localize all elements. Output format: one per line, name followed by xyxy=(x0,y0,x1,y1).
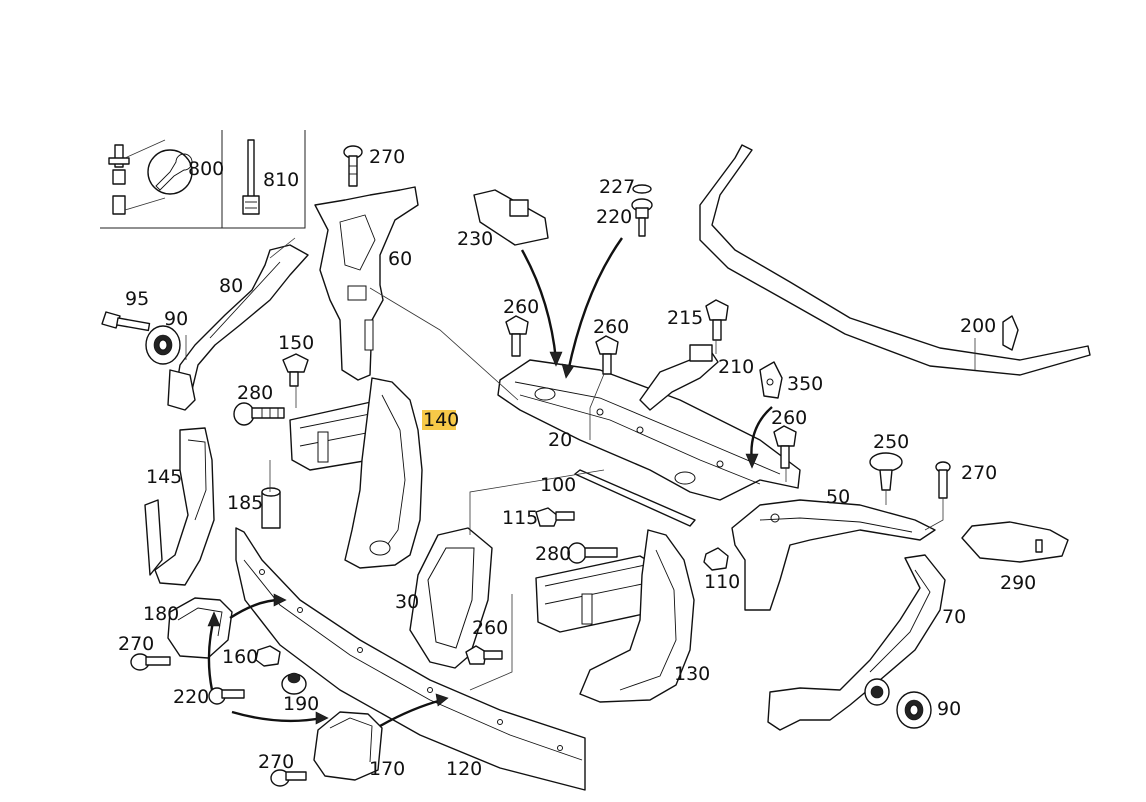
bolt-270-bottom-part xyxy=(270,769,307,787)
bolt-215-part xyxy=(705,299,729,341)
label-100[interactable]: 100 xyxy=(540,474,576,496)
repair-kit-icon xyxy=(108,139,193,215)
label-120[interactable]: 120 xyxy=(446,758,482,780)
trim-strip-100-part xyxy=(574,469,696,527)
bolt-270-lower-left-part xyxy=(130,653,171,671)
bolt-150-part xyxy=(282,353,309,387)
bolt-260-a-part xyxy=(505,315,529,357)
bracket-210-part xyxy=(639,344,719,411)
crash-box-left-part xyxy=(289,377,423,569)
label-250[interactable]: 250 xyxy=(873,431,909,453)
label-220-top[interactable]: 220 xyxy=(596,206,632,228)
upper-support-part xyxy=(314,186,419,381)
label-150[interactable]: 150 xyxy=(278,332,314,354)
label-350[interactable]: 350 xyxy=(787,373,823,395)
label-90-right[interactable]: 90 xyxy=(937,698,961,720)
label-140[interactable]: 140 xyxy=(423,409,459,431)
label-20[interactable]: 20 xyxy=(548,429,572,451)
label-30[interactable]: 30 xyxy=(395,591,419,613)
bolt-280-left-part xyxy=(233,402,285,426)
label-80[interactable]: 80 xyxy=(219,275,243,297)
label-270-right[interactable]: 270 xyxy=(961,462,997,484)
label-145[interactable]: 145 xyxy=(146,466,182,488)
cover-290-part xyxy=(961,521,1069,563)
label-227[interactable]: 227 xyxy=(599,176,635,198)
headlamp-bracket-left-part xyxy=(167,244,309,411)
part-labels: 800 810 270 60 80 95 90 150 280 140 145 … xyxy=(118,146,1036,780)
label-115[interactable]: 115 xyxy=(502,507,538,529)
label-170[interactable]: 170 xyxy=(369,758,405,780)
label-200[interactable]: 200 xyxy=(960,315,996,337)
label-70[interactable]: 70 xyxy=(942,606,966,628)
grommet-90-left-part xyxy=(145,325,181,365)
label-180[interactable]: 180 xyxy=(143,603,179,625)
nut-160-part xyxy=(255,645,281,667)
bracket-50-part xyxy=(731,499,936,611)
hose-seal-part xyxy=(699,144,1091,376)
grommet-190-part xyxy=(281,672,307,695)
label-110[interactable]: 110 xyxy=(704,571,740,593)
clip-230-part xyxy=(473,189,549,246)
label-270-top[interactable]: 270 xyxy=(369,146,405,168)
label-270-lower-left[interactable]: 270 xyxy=(118,633,154,655)
label-230[interactable]: 230 xyxy=(457,228,493,250)
fastener-220-left-part xyxy=(208,687,245,705)
bolt-260-b-part xyxy=(595,335,619,375)
bracket-350-part xyxy=(759,361,783,399)
label-185[interactable]: 185 xyxy=(227,492,263,514)
bolt-270-top-part xyxy=(343,145,363,187)
label-130[interactable]: 130 xyxy=(674,663,710,685)
cross-member-part xyxy=(497,359,801,501)
label-280-right[interactable]: 280 xyxy=(535,543,571,565)
bolt-95-part xyxy=(101,311,151,332)
label-810[interactable]: 810 xyxy=(263,169,299,191)
leader-lines xyxy=(269,237,944,691)
bolt-280-right-part xyxy=(567,542,618,564)
assembly-arrows xyxy=(207,237,773,728)
crash-box-right-part xyxy=(535,529,695,703)
highlight-marker xyxy=(422,410,456,430)
legend-box xyxy=(100,130,306,229)
headlamp-support-part xyxy=(144,427,215,586)
bracket-170-part xyxy=(313,711,383,781)
fastener-220-top-part xyxy=(631,198,653,237)
label-260-a[interactable]: 260 xyxy=(503,296,539,318)
label-95[interactable]: 95 xyxy=(125,288,149,310)
label-60[interactable]: 60 xyxy=(388,248,412,270)
seal-227-part xyxy=(632,184,652,194)
grommet-90-fitting-part xyxy=(864,678,890,706)
label-260-b[interactable]: 260 xyxy=(593,316,629,338)
bracket-180-part xyxy=(167,597,233,659)
label-270-bottom[interactable]: 270 xyxy=(258,751,294,773)
label-260-c[interactable]: 260 xyxy=(771,407,807,429)
fastener-250-part xyxy=(869,452,903,491)
bolt-260-c-part xyxy=(773,425,797,469)
label-215[interactable]: 215 xyxy=(667,307,703,329)
label-50[interactable]: 50 xyxy=(826,486,850,508)
label-290[interactable]: 290 xyxy=(1000,572,1036,594)
label-190[interactable]: 190 xyxy=(283,693,319,715)
bolt-115-part xyxy=(535,507,575,527)
nut-110-part xyxy=(703,547,729,571)
bolt-260-d-part xyxy=(465,645,503,665)
grommet-90-right-part xyxy=(896,691,932,729)
label-260-d[interactable]: 260 xyxy=(472,617,508,639)
sleeve-185-part xyxy=(261,487,281,529)
frame-30-part xyxy=(409,527,493,669)
label-210[interactable]: 210 xyxy=(718,356,754,378)
label-160[interactable]: 160 xyxy=(222,646,258,668)
headlamp-bracket-right-part xyxy=(767,554,946,731)
label-280-left[interactable]: 280 xyxy=(237,382,273,404)
label-220-left[interactable]: 220 xyxy=(173,686,209,708)
label-800[interactable]: 800 xyxy=(188,158,224,180)
long-stud-icon xyxy=(242,139,260,215)
bumper-bar-part xyxy=(235,527,586,791)
bolt-270-right-part xyxy=(935,461,951,499)
label-90-left[interactable]: 90 xyxy=(164,308,188,330)
